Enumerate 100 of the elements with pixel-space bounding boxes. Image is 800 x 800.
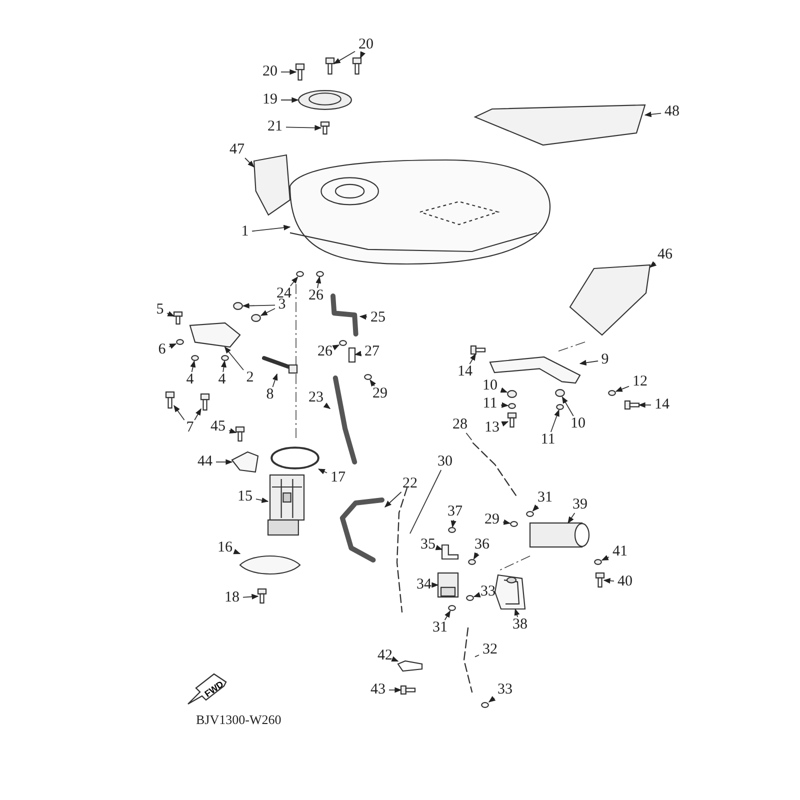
callout-number: 47: [230, 142, 244, 158]
canister-drawing: [529, 522, 590, 548]
top-cover-drawing: [474, 104, 646, 146]
leader-line: [501, 421, 509, 427]
leader-line: [649, 261, 657, 268]
leader-line: [391, 656, 399, 662]
leader-line: [316, 276, 322, 288]
callout-number: 21: [268, 120, 282, 134]
leader-line: [220, 360, 227, 372]
callout-number: 28: [452, 418, 468, 432]
callout-number: 19: [262, 92, 278, 108]
callout-number: 31: [432, 620, 448, 636]
leader-line: [256, 497, 269, 503]
leader-line: [228, 428, 237, 434]
leader-line: [333, 50, 356, 64]
leader-line: [474, 654, 480, 658]
callout-number: 22: [402, 476, 418, 492]
leader-line: [473, 552, 480, 560]
hose-drawing: [472, 442, 518, 498]
clip-drawing: [526, 511, 534, 517]
leader-line: [410, 470, 442, 534]
leader-line: [242, 594, 259, 600]
damper-drawing: [555, 389, 565, 397]
callout-number: 20: [262, 64, 278, 80]
callout-number: 1: [241, 224, 249, 240]
callout-number: 45: [210, 420, 226, 434]
screw-drawing: [173, 311, 183, 325]
leader-line: [444, 610, 451, 620]
leader-line: [272, 373, 278, 388]
bolt-drawing: [295, 63, 305, 81]
leader-line: [466, 432, 472, 440]
callout-number: 23: [308, 390, 324, 406]
callout-number: 30: [438, 454, 452, 470]
hose-drawing: [396, 487, 408, 613]
callout-number: 26: [308, 288, 324, 304]
callout-number: 11: [540, 432, 556, 448]
collar-drawing: [508, 403, 516, 409]
leader-line: [502, 519, 511, 525]
callout-number: 33: [480, 584, 496, 600]
bolt-drawing: [325, 57, 335, 75]
leader-line: [224, 346, 244, 370]
damper-drawing: [251, 314, 261, 322]
leader-line: [514, 608, 520, 618]
damper-drawing: [233, 302, 243, 310]
leader-line: [488, 696, 496, 702]
hose-drawing: [340, 498, 384, 562]
callout-number: 3: [278, 298, 286, 312]
leader-line: [532, 504, 540, 512]
callout-number: 42: [378, 648, 392, 664]
callout-number: 11: [482, 396, 498, 412]
leader-line: [432, 582, 439, 588]
screw-drawing: [320, 121, 330, 135]
nut-drawing: [448, 527, 456, 533]
callout-number: 9: [601, 352, 609, 368]
leader-line: [244, 158, 254, 168]
callout-number: 4: [186, 372, 194, 388]
callout-number: 35: [420, 538, 436, 552]
callout-number: 32: [482, 642, 498, 658]
fuel-cap-drawing: [298, 90, 352, 110]
leader-line: [568, 512, 576, 524]
callout-number: 5: [156, 302, 164, 318]
leader-line: [615, 386, 630, 392]
leader-line: [435, 544, 443, 550]
clip-drawing: [364, 374, 372, 380]
fuel-pump-drawing: [267, 474, 305, 536]
nut-drawing: [468, 559, 476, 565]
clip-drawing: [448, 605, 456, 611]
leader-line: [260, 308, 276, 316]
callout-number: 26: [318, 344, 332, 360]
leader-line: [644, 112, 662, 118]
leader-line: [469, 353, 476, 364]
leader-line: [168, 343, 177, 349]
leader-line: [166, 311, 175, 317]
side-cover-drawing: [253, 154, 291, 216]
leader-line: [286, 124, 322, 131]
callout-number: 29: [484, 512, 500, 528]
clip-drawing: [339, 340, 347, 346]
clamp-drawing: [397, 660, 423, 672]
leader-line: [360, 51, 366, 59]
callout-number: 44: [198, 454, 212, 470]
leader-line: [174, 405, 185, 420]
leader-line: [388, 687, 402, 693]
leader-line: [450, 520, 456, 528]
callout-number: 14: [458, 364, 472, 380]
callout-number: 36: [474, 538, 490, 552]
hose-drawing: [332, 376, 358, 464]
bolt-drawing: [200, 393, 210, 411]
washer-drawing: [608, 390, 616, 396]
leader-line: [562, 396, 574, 416]
holder-drawing: [494, 574, 526, 610]
leader-line: [318, 468, 328, 474]
callout-number: 37: [448, 504, 462, 520]
callout-number: 38: [512, 618, 528, 632]
damper-drawing: [507, 390, 517, 398]
callout-number: 10: [482, 378, 498, 394]
callout-number: 15: [238, 490, 252, 504]
leader-line: [500, 387, 508, 393]
clip-drawing: [466, 595, 474, 601]
leader-line: [190, 360, 196, 372]
leader-line: [280, 97, 299, 103]
